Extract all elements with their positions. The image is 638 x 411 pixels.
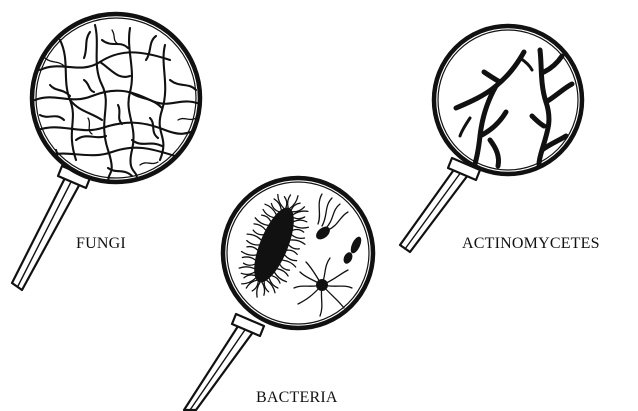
- flagellum: [247, 247, 258, 250]
- tailed-rod-bacterium: [314, 194, 348, 242]
- flagellum: [241, 272, 254, 274]
- flagellum: [244, 263, 255, 265]
- flagellated-rod-bacterium: [239, 195, 308, 298]
- flagellum: [244, 275, 255, 278]
- actinomycetes-lens-rim: [434, 26, 582, 174]
- flagellum: [271, 204, 278, 212]
- small-rod-bacterium: [349, 235, 364, 255]
- fungi-magnifier-handle: [12, 166, 90, 290]
- bacteria-label: BACTERIA: [256, 389, 338, 406]
- flagellum: [294, 220, 307, 222]
- actinomycetes-magnifier: [400, 26, 582, 252]
- flagellum: [291, 240, 305, 244]
- bacteria-magnifier: [184, 178, 373, 410]
- bacteria-cells: [239, 194, 363, 316]
- flagellum: [291, 203, 300, 210]
- fungi-label: FUNGI: [76, 235, 126, 252]
- flagellum: [287, 250, 297, 254]
- flagellum: [239, 267, 254, 269]
- flagellum: [292, 235, 305, 238]
- flagellum: [293, 230, 304, 233]
- flagellum: [288, 195, 291, 208]
- flagellum: [289, 245, 299, 249]
- flagellum: [247, 241, 259, 245]
- flagellum: [253, 230, 263, 235]
- flagellum: [283, 260, 296, 267]
- actinomycetes-label: ACTINOMYCETES: [462, 235, 600, 252]
- flagellum: [285, 255, 297, 261]
- flagellum: [284, 197, 286, 208]
- bacteria-magnifier-handle: [184, 314, 264, 410]
- flagellum: [242, 257, 255, 260]
- flagellum: [242, 252, 257, 256]
- flagellum: [294, 217, 305, 219]
- flagellum: [294, 226, 309, 228]
